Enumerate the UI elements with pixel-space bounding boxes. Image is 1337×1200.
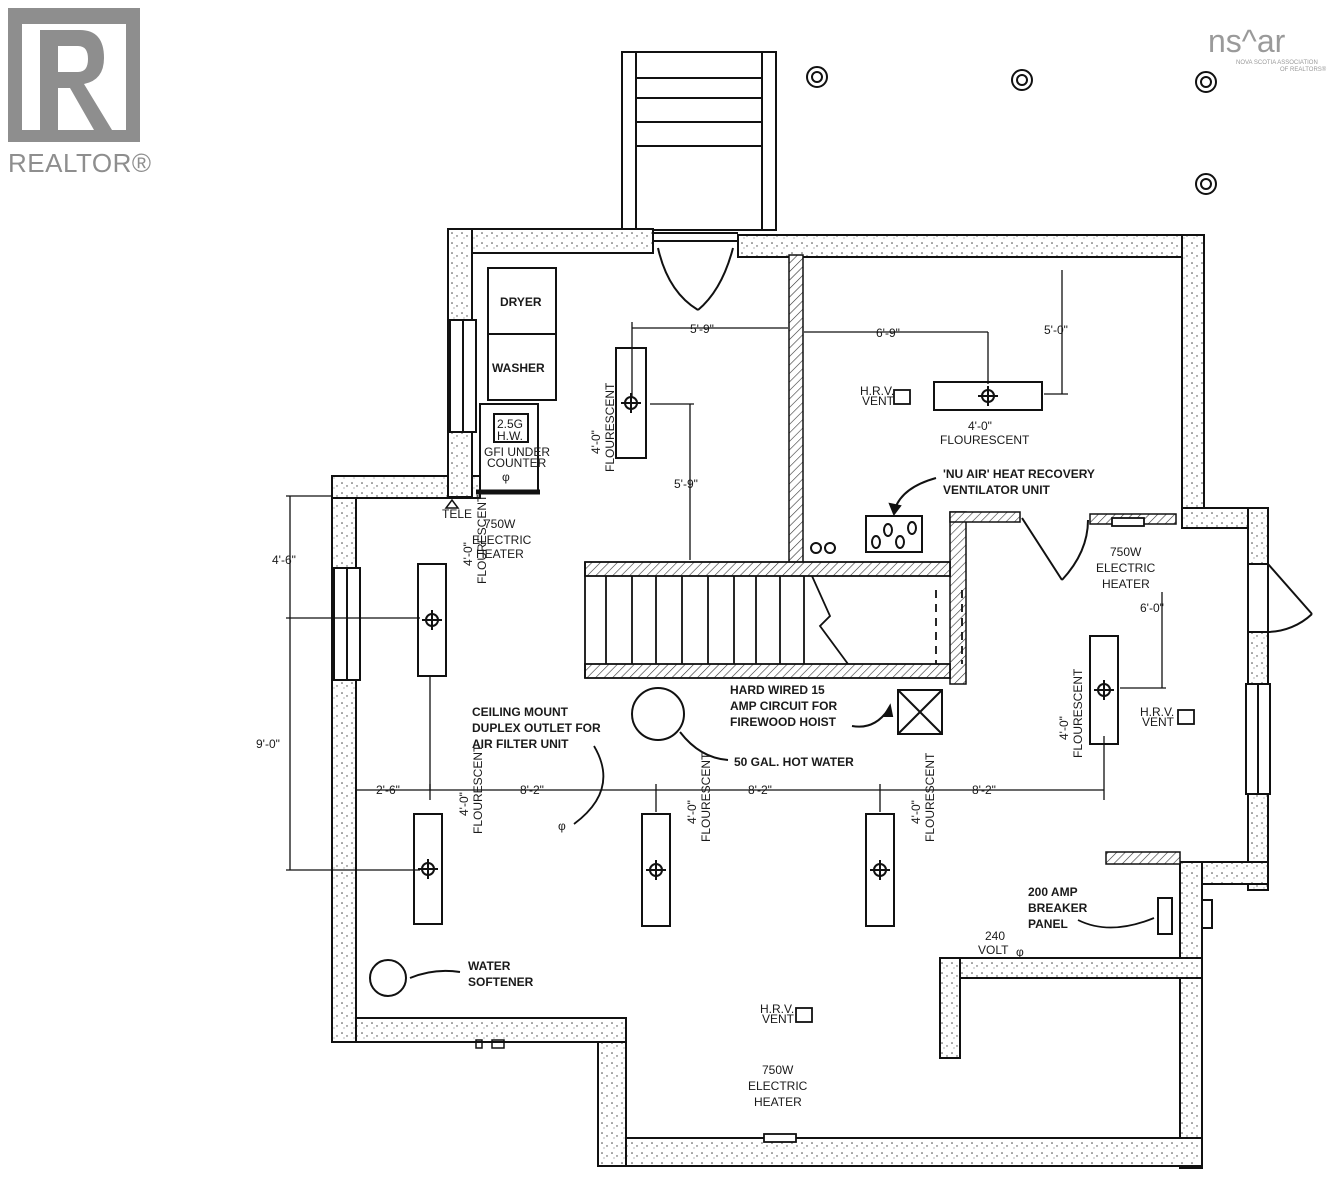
svg-text:FIREWOOD HOIST: FIREWOOD HOIST: [730, 715, 837, 729]
hrv-vents: [795, 389, 1195, 1023]
svg-text:SOFTENER: SOFTENER: [468, 975, 534, 989]
svg-text:H.W.: H.W.: [497, 429, 523, 443]
svg-text:ELECTRIC: ELECTRIC: [472, 533, 532, 547]
nsar-logo: ns^ar NOVA SCOTIA ASSOCIATION OF REALTOR…: [1208, 23, 1327, 73]
svg-text:VENT: VENT: [862, 394, 895, 408]
realtor-wordmark: REALTOR®: [8, 148, 152, 178]
dimension-lines: [286, 270, 1166, 871]
svg-text:6'-0": 6'-0": [1140, 601, 1164, 615]
svg-text:50 GAL. HOT WATER: 50 GAL. HOT WATER: [734, 755, 854, 769]
svg-text:OF REALTORS®: OF REALTORS®: [1280, 66, 1327, 73]
realtor-logo: REALTOR®: [8, 8, 152, 178]
svg-text:AMP CIRCUIT FOR: AMP CIRCUIT FOR: [730, 699, 837, 713]
svg-text:DUPLEX OUTLET FOR: DUPLEX OUTLET FOR: [472, 721, 601, 735]
fixture-label: 4'-0"FLOURESCENT: [589, 382, 617, 472]
svg-text:5'-9": 5'-9": [674, 477, 698, 491]
svg-text:HEATER: HEATER: [754, 1095, 802, 1109]
svg-text:240: 240: [985, 929, 1005, 943]
exterior-posts: [806, 66, 1217, 195]
tele-label: TELE: [442, 507, 472, 521]
svg-text:VENT: VENT: [1142, 715, 1175, 729]
svg-text:φ: φ: [558, 819, 566, 833]
svg-text:750W: 750W: [762, 1063, 794, 1077]
laundry-area: [444, 267, 557, 509]
svg-text:ELECTRIC: ELECTRIC: [1096, 561, 1156, 575]
washer-label: WASHER: [492, 361, 545, 375]
svg-text:AIR FILTER UNIT: AIR FILTER UNIT: [472, 737, 569, 751]
exterior-stairs: [621, 51, 777, 231]
svg-text:HEATER: HEATER: [476, 547, 524, 561]
svg-text:HARD WIRED 15: HARD WIRED 15: [730, 683, 825, 697]
svg-text:φ: φ: [1016, 945, 1024, 959]
svg-text:8'-2": 8'-2": [972, 783, 996, 797]
ceiling-outlet: [573, 745, 605, 825]
svg-text:PANEL: PANEL: [1028, 917, 1068, 931]
svg-text:HEATER: HEATER: [1102, 577, 1150, 591]
svg-text:6'-9": 6'-9": [876, 326, 900, 340]
fixture-label: 4'-0"FLOURESCENT: [909, 752, 937, 842]
hot-water-tank: [631, 687, 729, 761]
firewood-hoist: [851, 689, 943, 735]
heaters: [763, 517, 1145, 1143]
svg-text:H.R.V.: H.R.V.: [760, 1002, 794, 1016]
interior-stairs: [584, 561, 963, 679]
fixture-label: 4'-0"FLOURESCENT: [940, 419, 1030, 447]
fluorescent-fixtures: [413, 347, 1119, 927]
interior-partition: [788, 254, 1181, 865]
washer: [487, 333, 557, 401]
fixture-label: 4'-0"FLOURESCENT: [457, 744, 485, 834]
svg-text:750W: 750W: [1110, 545, 1142, 559]
fixture-label: 4'-0"FLOURESCENT: [1057, 668, 1085, 758]
svg-text:CEILING MOUNT: CEILING MOUNT: [472, 705, 569, 719]
svg-text:200 AMP: 200 AMP: [1028, 885, 1078, 899]
svg-text:BREAKER: BREAKER: [1028, 901, 1088, 915]
side-door: [1247, 563, 1313, 633]
svg-text:8'-2": 8'-2": [748, 783, 772, 797]
fixture-label: 4'-0"FLOURESCENT: [461, 494, 489, 584]
svg-text:'NU AIR' HEAT RECOVERY: 'NU AIR' HEAT RECOVERY: [943, 467, 1095, 481]
svg-text:5'-9": 5'-9": [690, 322, 714, 336]
svg-text:750W: 750W: [484, 517, 516, 531]
nsar-wordmark: ns^ar: [1208, 23, 1286, 59]
svg-text:VENTILATOR UNIT: VENTILATOR UNIT: [943, 483, 1051, 497]
svg-text:WATER: WATER: [468, 959, 511, 973]
water-softener: [369, 959, 461, 997]
svg-text:VENT: VENT: [762, 1012, 795, 1026]
svg-text:H.R.V.: H.R.V.: [860, 384, 894, 398]
svg-text:2'-6": 2'-6": [376, 783, 400, 797]
dryer: [487, 267, 557, 335]
svg-text:H.R.V.: H.R.V.: [1140, 705, 1174, 719]
svg-text:9'-0": 9'-0": [256, 737, 280, 751]
dryer-label: DRYER: [500, 295, 542, 309]
svg-text:4'-6": 4'-6": [272, 553, 296, 567]
svg-text:2.5G: 2.5G: [497, 417, 523, 431]
svg-text:8'-2": 8'-2": [520, 783, 544, 797]
svg-text:φ: φ: [502, 470, 510, 484]
svg-text:NOVA SCOTIA ASSOCIATION: NOVA SCOTIA ASSOCIATION: [1236, 60, 1318, 66]
svg-text:GFI UNDER: GFI UNDER: [484, 445, 550, 459]
svg-text:VOLT: VOLT: [978, 943, 1009, 957]
svg-text:COUNTER: COUNTER: [487, 456, 547, 470]
windows: [333, 319, 1271, 935]
breaker-panel: [1077, 917, 1155, 929]
fixture-label: 4'-0"FLOURESCENT: [685, 752, 713, 842]
svg-text:ELECTRIC: ELECTRIC: [748, 1079, 808, 1093]
hrv-unit: [810, 477, 937, 554]
front-door: [653, 232, 738, 311]
svg-text:5'-0": 5'-0": [1044, 323, 1068, 337]
hose-bibs: [475, 1039, 505, 1049]
